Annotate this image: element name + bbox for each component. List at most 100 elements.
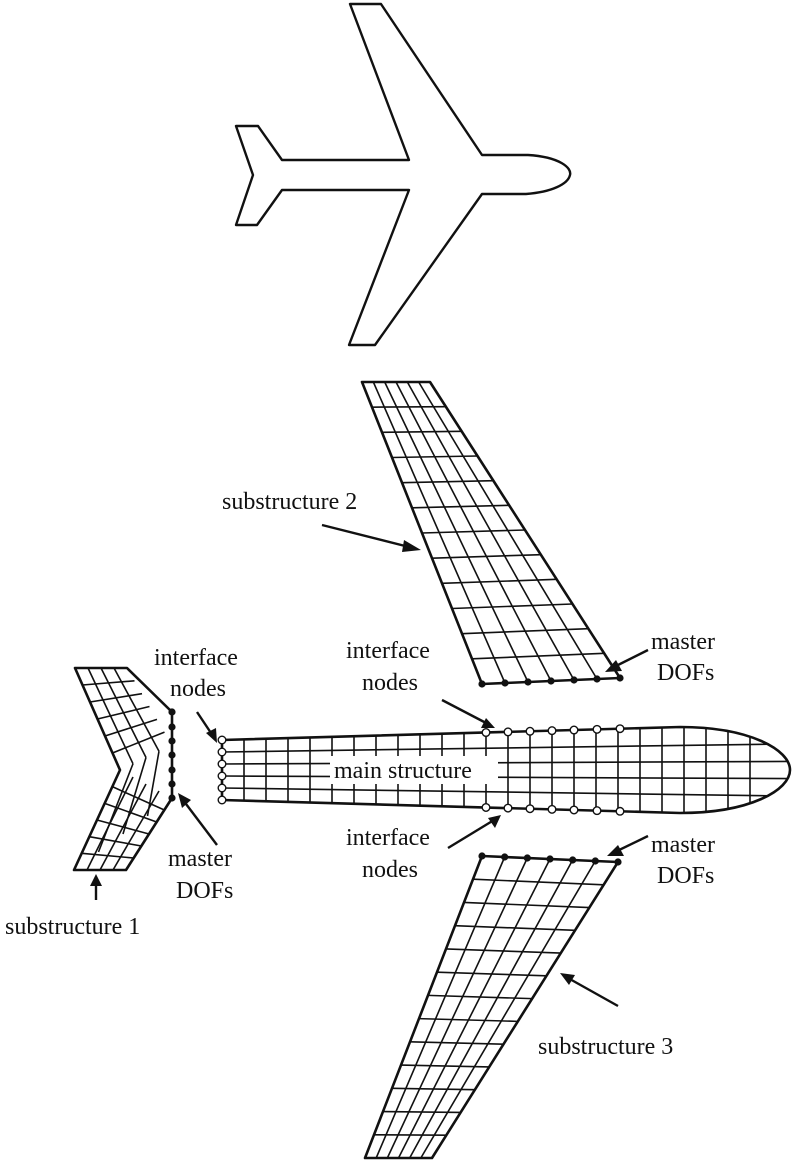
arrows <box>90 523 649 1008</box>
wing2-mesh-line <box>371 405 446 408</box>
tail-mid-mesh-line <box>146 751 160 817</box>
fuselage-mesh-line <box>221 743 769 753</box>
interface-node <box>481 728 491 738</box>
master-dof-node <box>168 723 176 731</box>
wing2-mesh-line <box>451 603 573 610</box>
master-dof-node <box>501 679 509 687</box>
wing3-mesh-line <box>436 971 547 977</box>
tail-lower-mesh-line <box>104 802 157 823</box>
label-interface-nodes-top-1: interface <box>346 638 430 664</box>
interface-node <box>217 759 227 769</box>
airplane-outline <box>234 2 572 347</box>
fuselage-mesh-line <box>221 787 769 797</box>
main-structure-fuselage <box>217 724 792 816</box>
label-substructure-2: substructure 2 <box>222 489 357 515</box>
interface-node <box>547 804 557 814</box>
master-dof-node <box>168 794 176 802</box>
master-dof-node <box>616 674 624 682</box>
tail-upper-mesh-line <box>89 692 143 703</box>
arrowhead-substructure-1 <box>90 874 102 886</box>
wing2-mesh-line <box>381 430 462 434</box>
wing3-mesh-line <box>397 858 551 1159</box>
label-master-dofs-top-1: master <box>651 629 715 655</box>
master-dof-node <box>524 678 532 686</box>
interface-node <box>503 727 513 737</box>
interface-node <box>217 735 227 745</box>
tail-lower-mesh-line <box>96 819 150 835</box>
label-master-dofs-left-1: master <box>168 846 232 872</box>
arrowhead-master-dofs-bottom <box>607 845 624 856</box>
interface-node <box>569 725 579 735</box>
interface-node <box>217 747 227 757</box>
main-structure-label-bg <box>330 756 498 784</box>
wing3-mesh-line <box>382 1110 461 1114</box>
arrow-substructure-2 <box>321 523 414 550</box>
wing3-mesh-line <box>386 857 529 1159</box>
arrow-master-dofs-left <box>182 799 218 846</box>
interface-node <box>525 726 535 736</box>
substructure-1-tail <box>72 666 176 872</box>
substructure-2-wing <box>360 380 624 688</box>
label-master-dofs-bottom-2: DOFs <box>657 863 714 889</box>
label-substructure-1: substructure 1 <box>5 914 140 940</box>
wing3-mesh-line <box>409 1041 504 1045</box>
label-interface-nodes-top-2: nodes <box>362 670 418 696</box>
label-interface-nodes-left-1: interface <box>154 645 238 671</box>
label-master-dofs-left-2: DOFs <box>176 878 233 904</box>
label-master-dofs-bottom-1: master <box>651 832 715 858</box>
label-interface-nodes-bottom-1: interface <box>346 825 430 851</box>
interface-node <box>615 806 625 816</box>
wing3-mesh-line <box>472 878 604 886</box>
wing3-mesh-line <box>400 1064 490 1068</box>
master-dof-node <box>614 858 622 866</box>
interface-node <box>615 724 625 734</box>
wing3-mesh-line <box>418 1017 518 1023</box>
substructure-3-wing <box>363 852 622 1160</box>
arrowhead-master-dofs-top <box>605 660 622 672</box>
tail-upper-mesh-line <box>112 731 165 754</box>
arrowhead-interface-nodes-left <box>206 728 217 743</box>
master-dof-node <box>501 853 509 861</box>
master-dof-node <box>569 856 577 864</box>
arrowhead-interface-nodes-bottom <box>488 815 501 828</box>
wing3-mesh-line <box>445 948 561 954</box>
interface-node <box>217 771 227 781</box>
fuselage-mesh-line <box>221 775 788 780</box>
wing2-mesh-line <box>441 578 557 585</box>
wing2-mesh-line <box>431 553 541 559</box>
interface-node <box>481 802 491 812</box>
master-dof-node <box>570 676 578 684</box>
master-dof-node <box>168 737 176 745</box>
tail-upper-mesh-line <box>82 680 135 686</box>
arrow-interface-nodes-bottom <box>447 818 495 850</box>
master-dof-node <box>523 854 531 862</box>
master-dof-node <box>168 751 176 759</box>
arrowhead-interface-nodes-top <box>481 718 495 728</box>
wing3-mesh-line <box>463 901 590 909</box>
interface-node <box>592 724 602 734</box>
master-dof-node <box>168 766 176 774</box>
label-interface-nodes-bottom-2: nodes <box>362 857 418 883</box>
wing2-mesh-line <box>411 504 510 509</box>
interface-node <box>569 805 579 815</box>
wing3-mesh-line <box>408 859 574 1159</box>
wing3-mesh-line <box>420 860 597 1159</box>
tail-upper-mesh-line <box>97 705 150 720</box>
tail-lower-mesh-line <box>112 785 165 811</box>
fuselage-mesh-line <box>221 760 788 765</box>
tail-lower-mesh-line <box>81 852 134 859</box>
interface-node <box>525 804 535 814</box>
labels: substructure 2 interface nodes interface… <box>5 489 715 1060</box>
wing3-mesh-line <box>375 856 506 1159</box>
interface-node <box>217 783 227 793</box>
arrow-substructure-3 <box>567 976 619 1008</box>
arrowhead-substructure-2 <box>402 540 421 552</box>
master-dof-node <box>546 855 554 863</box>
arrow-interface-nodes-top <box>441 698 489 726</box>
label-substructure-3: substructure 3 <box>538 1034 673 1060</box>
master-dof-node <box>478 680 486 688</box>
master-dof-node <box>547 677 555 685</box>
wing3-mesh-line <box>454 924 576 932</box>
label-interface-nodes-left-2: nodes <box>170 676 226 702</box>
interface-node <box>592 806 602 816</box>
